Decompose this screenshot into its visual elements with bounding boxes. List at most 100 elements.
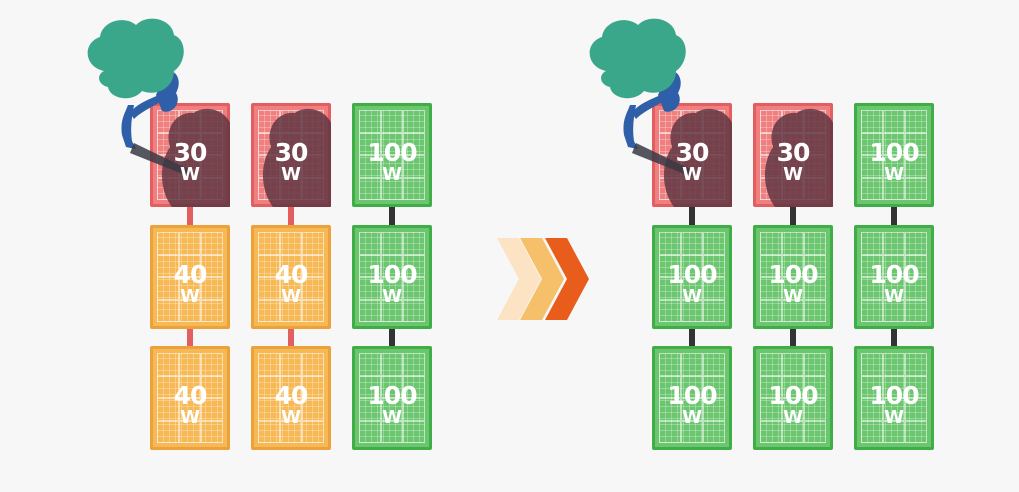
panel-cell <box>804 420 826 443</box>
wattage-unit: W <box>281 407 301 428</box>
wattage-value: 100 <box>367 138 417 167</box>
panel-cell <box>782 277 804 300</box>
panel-cell <box>201 420 223 443</box>
panel-cell <box>302 277 324 300</box>
panel-cell <box>760 110 782 133</box>
panel-cell <box>258 277 280 300</box>
panel-cell <box>804 299 826 322</box>
panel-cell <box>681 277 703 300</box>
panel-connector <box>891 207 897 225</box>
panel-cell <box>659 375 681 398</box>
panel-cell <box>381 277 403 300</box>
panel-cell <box>905 420 927 443</box>
wattage-unit: W <box>783 164 803 185</box>
panel-connector <box>891 329 897 346</box>
panel-cell <box>703 299 725 322</box>
panel-cell <box>659 254 681 277</box>
panel-cell <box>359 110 381 133</box>
panel-cell <box>861 155 883 178</box>
chevron-1 <box>497 238 541 320</box>
panel-cell <box>157 254 179 277</box>
panel-connector <box>288 329 294 346</box>
panel-cells <box>861 353 927 443</box>
panel-cell <box>883 353 905 376</box>
panel-cell <box>179 232 201 255</box>
panel-cell <box>782 420 804 443</box>
panel-cell <box>804 254 826 277</box>
panel-cell <box>861 232 883 255</box>
panel-cell <box>280 110 302 133</box>
panel-cell <box>782 299 804 322</box>
panel-cell <box>201 299 223 322</box>
panel-connector <box>187 329 193 346</box>
panel-cell <box>381 420 403 443</box>
panel-cell <box>883 155 905 178</box>
wattage-value: 30 <box>776 138 811 167</box>
panel-cells <box>861 110 927 200</box>
panel-cell <box>157 353 179 376</box>
panel-cell <box>381 375 403 398</box>
panel-cell <box>179 353 201 376</box>
panel-cell <box>883 232 905 255</box>
wattage-value: 40 <box>173 381 208 410</box>
panel-cell <box>905 110 927 133</box>
panel-cell <box>403 353 425 376</box>
panel-cell <box>861 299 883 322</box>
panel-cells <box>157 353 223 443</box>
panel-cell <box>302 232 324 255</box>
wattage-unit: W <box>180 286 200 307</box>
panel-cell <box>201 254 223 277</box>
wattage-unit: W <box>783 286 803 307</box>
panel-cell <box>258 254 280 277</box>
wattage-value: 100 <box>768 260 818 289</box>
panel-cell <box>381 254 403 277</box>
wattage-unit: W <box>281 286 301 307</box>
panel-cell <box>403 398 425 421</box>
panel-cell <box>905 254 927 277</box>
panel-connector <box>187 207 193 225</box>
panel-cell <box>760 420 782 443</box>
panel-cell <box>201 353 223 376</box>
wattage-value: 40 <box>274 381 309 410</box>
panel-cell <box>782 375 804 398</box>
panel-cell <box>703 277 725 300</box>
panel-cell <box>179 277 201 300</box>
panel-cell <box>782 110 804 133</box>
panel-cell <box>905 299 927 322</box>
panel-cell <box>760 299 782 322</box>
panel-cell <box>905 353 927 376</box>
panel-cell <box>681 110 703 133</box>
panel-cell <box>403 299 425 322</box>
panel-cell <box>905 232 927 255</box>
panel-cell <box>681 398 703 421</box>
panel-cell <box>201 375 223 398</box>
panel-cell <box>703 398 725 421</box>
panel-cell <box>381 232 403 255</box>
wattage-value: 100 <box>869 138 919 167</box>
wattage-unit: W <box>884 407 904 428</box>
panel-cell <box>258 398 280 421</box>
panel-cell <box>804 353 826 376</box>
panel-cell <box>861 375 883 398</box>
panel-cell <box>359 299 381 322</box>
panel-cell <box>681 353 703 376</box>
panel-cell <box>359 232 381 255</box>
panel-cell <box>403 132 425 155</box>
